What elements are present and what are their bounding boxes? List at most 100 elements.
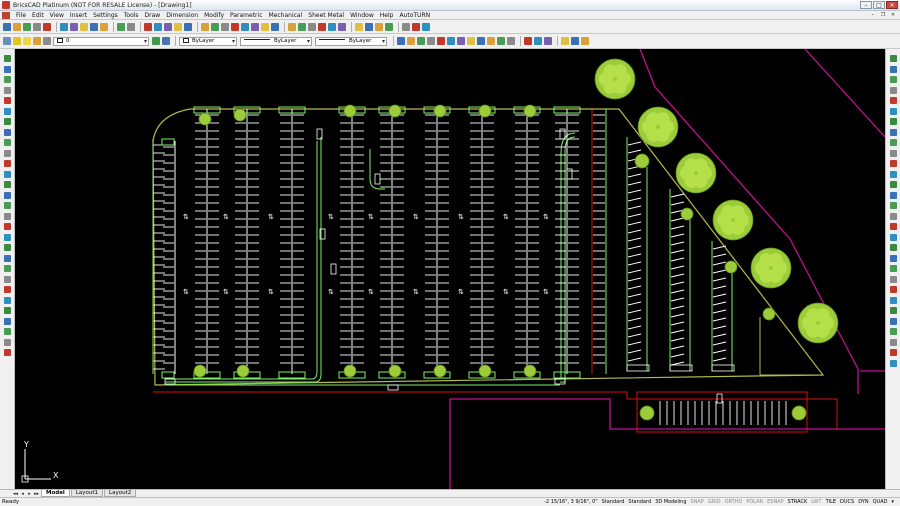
snap-midpoint-icon[interactable] bbox=[407, 37, 415, 45]
toggle-grid[interactable]: GRID bbox=[707, 499, 721, 505]
menu-autoturn[interactable]: AutoTURN bbox=[399, 11, 431, 19]
menu-insert[interactable]: Insert bbox=[69, 11, 88, 19]
text-tool-icon[interactable] bbox=[890, 139, 897, 146]
line-tool-icon[interactable] bbox=[4, 265, 11, 272]
copy-icon[interactable] bbox=[70, 22, 78, 31]
point-tool-icon[interactable] bbox=[4, 149, 11, 157]
scale-tool-icon[interactable] bbox=[890, 202, 897, 209]
region-tool-icon[interactable] bbox=[4, 160, 11, 167]
rotate-tool-icon[interactable] bbox=[4, 191, 11, 199]
layers-icon[interactable] bbox=[174, 22, 182, 31]
tab-nav-prev[interactable]: ◂ bbox=[21, 490, 24, 497]
menu-file[interactable]: File bbox=[16, 11, 27, 19]
circle-tool-icon[interactable] bbox=[890, 296, 897, 304]
toggle-snap[interactable]: SNAP bbox=[690, 499, 704, 505]
snap-perpendicular-icon[interactable] bbox=[581, 37, 589, 45]
arc-tool-icon[interactable] bbox=[4, 286, 11, 293]
menu-mechanical[interactable]: Mechanical bbox=[268, 11, 303, 19]
color-select[interactable]: ByLayer bbox=[179, 36, 237, 46]
snap-perpendicular-icon[interactable] bbox=[447, 37, 455, 45]
status-dim-style[interactable]: Standard bbox=[628, 499, 652, 505]
help-icon[interactable] bbox=[298, 22, 306, 31]
snap-node-icon[interactable] bbox=[477, 37, 485, 45]
ellipse-tool-icon[interactable] bbox=[4, 107, 11, 115]
printer-icon[interactable] bbox=[43, 37, 51, 45]
offset-tool-icon[interactable] bbox=[890, 223, 897, 230]
menu-view[interactable]: View bbox=[49, 11, 64, 19]
paste-icon[interactable] bbox=[422, 22, 430, 31]
design-center-icon[interactable] bbox=[154, 22, 162, 31]
snap-tangent-icon[interactable] bbox=[457, 37, 465, 45]
extend-tool-icon[interactable] bbox=[4, 244, 11, 251]
zoom-extents-icon[interactable] bbox=[231, 22, 239, 31]
tab-nav-first[interactable]: ◂◂ bbox=[12, 490, 19, 497]
sun-icon[interactable] bbox=[23, 37, 31, 45]
save-icon[interactable] bbox=[365, 22, 373, 31]
lightbulb-icon[interactable] bbox=[13, 37, 21, 45]
block-icon[interactable] bbox=[308, 22, 316, 31]
match-properties-icon[interactable] bbox=[90, 22, 98, 31]
ellipse-tool-icon[interactable] bbox=[890, 317, 897, 325]
snap-midpoint-icon[interactable] bbox=[534, 37, 542, 45]
region-tool-icon[interactable] bbox=[890, 160, 897, 167]
menu-settings[interactable]: Settings bbox=[93, 11, 118, 19]
line-tool-icon[interactable] bbox=[890, 55, 897, 62]
spline-tool-icon[interactable] bbox=[4, 118, 11, 125]
point-tool-icon[interactable] bbox=[890, 149, 897, 157]
arc-tool-icon[interactable] bbox=[890, 76, 897, 83]
new-file-icon[interactable] bbox=[338, 22, 346, 31]
open-folder-icon[interactable] bbox=[13, 22, 21, 31]
spline-tool-icon[interactable] bbox=[4, 328, 11, 335]
menu-tools[interactable]: Tools bbox=[123, 11, 139, 19]
layer-select[interactable]: 0 bbox=[53, 36, 149, 46]
rectangle-tool-icon[interactable] bbox=[890, 97, 897, 104]
copy-icon[interactable] bbox=[412, 22, 420, 31]
toggle-dyn[interactable]: DYN bbox=[858, 499, 869, 505]
mirror-tool-icon[interactable] bbox=[890, 212, 897, 220]
toggle-strack[interactable]: STRACK bbox=[787, 499, 808, 505]
undo-icon[interactable] bbox=[117, 22, 125, 31]
print-preview-icon[interactable] bbox=[385, 22, 393, 31]
status-menu-arrow[interactable]: ▾ bbox=[891, 499, 894, 505]
tab-nav-next[interactable]: ▸ bbox=[28, 490, 31, 497]
snap-endpoint-icon[interactable] bbox=[397, 37, 405, 45]
spline-tool-icon[interactable] bbox=[890, 118, 897, 125]
cut-icon[interactable] bbox=[402, 22, 410, 31]
polyline-tool-icon[interactable] bbox=[4, 65, 11, 73]
hatch-tool-icon[interactable] bbox=[4, 128, 11, 136]
snap-quadrant-icon[interactable] bbox=[571, 37, 579, 45]
new-file-icon[interactable] bbox=[3, 22, 11, 31]
menu-dimension[interactable]: Dimension bbox=[166, 11, 199, 19]
rectangle-tool-icon[interactable] bbox=[4, 307, 11, 314]
redraw-icon[interactable] bbox=[251, 22, 259, 31]
mirror-tool-icon[interactable] bbox=[4, 212, 11, 220]
ellipse-tool-icon[interactable] bbox=[890, 107, 897, 115]
block-tool-icon[interactable] bbox=[4, 170, 11, 178]
hatch-tool-icon[interactable] bbox=[890, 128, 897, 136]
snap-extension-icon[interactable] bbox=[507, 37, 515, 45]
zoom-in-icon[interactable] bbox=[211, 22, 219, 31]
snap-clear-icon[interactable] bbox=[497, 37, 505, 45]
maximize-button[interactable]: □ bbox=[873, 1, 885, 9]
offset-tool-icon[interactable] bbox=[4, 223, 11, 230]
view-icon[interactable] bbox=[288, 22, 296, 31]
menu-edit[interactable]: Edit bbox=[32, 11, 44, 19]
polyline-tool-icon[interactable] bbox=[4, 275, 11, 283]
redo-icon[interactable] bbox=[127, 22, 135, 31]
menu-window[interactable]: Window bbox=[350, 11, 374, 19]
trim-tool-icon[interactable] bbox=[4, 233, 11, 241]
line-tool-icon[interactable] bbox=[890, 265, 897, 272]
print-icon[interactable] bbox=[33, 22, 41, 31]
zoom-realtime-icon[interactable] bbox=[184, 22, 192, 31]
make-current-layer-icon[interactable] bbox=[152, 37, 160, 45]
layers-manager-icon[interactable] bbox=[3, 37, 11, 45]
properties-icon[interactable] bbox=[144, 22, 152, 31]
fillet-tool-icon[interactable] bbox=[4, 254, 11, 262]
point-tool-icon[interactable] bbox=[890, 359, 897, 367]
text-tool-icon[interactable] bbox=[890, 349, 897, 356]
render-icon[interactable] bbox=[261, 22, 269, 31]
scale-tool-icon[interactable] bbox=[4, 202, 11, 209]
doc-minimize-button[interactable]: – bbox=[871, 12, 875, 18]
save-icon[interactable] bbox=[23, 22, 31, 31]
block-tool-icon[interactable] bbox=[890, 170, 897, 178]
